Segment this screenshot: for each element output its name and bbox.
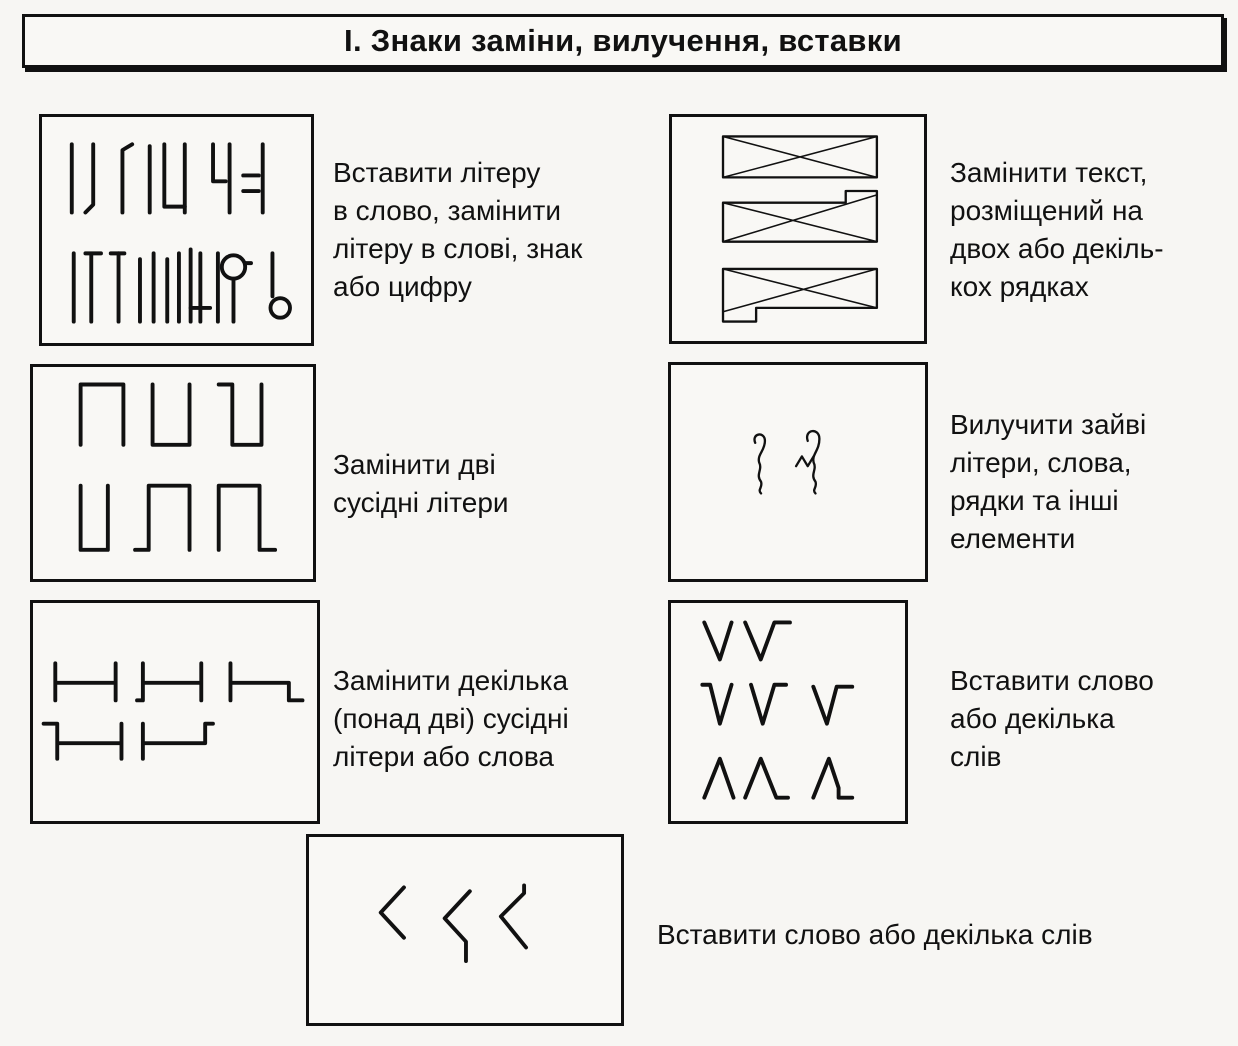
desc-swap-two: Замінити дві сусідні літери <box>333 449 509 518</box>
symbol-box-swap-two <box>30 364 316 582</box>
section-title: І. Знаки заміни, вилучення, вставки <box>344 23 902 58</box>
symbol-box-replace-lines <box>669 114 927 344</box>
desc-insert-word: Вставити слово або декілька слів <box>950 665 1154 772</box>
insert-letter-marks-icon <box>69 142 292 324</box>
symbol-box-insert-angle <box>306 834 624 1026</box>
desc-replace-several: Замінити декілька (понад дві) сусідні лі… <box>333 665 569 772</box>
desc-insert-angle: Вставити слово або декілька слів <box>657 919 1093 950</box>
symbol-box-delete <box>668 362 928 582</box>
angle-insert-marks-icon <box>378 883 528 963</box>
crossed-rectangles-icon <box>721 135 879 323</box>
swap-two-letters-icon <box>78 382 278 552</box>
section-title-bar: І. Знаки заміни, вилучення, вставки <box>22 14 1224 68</box>
desc-replace-lines: Замінити текст, розміщений на двох або д… <box>950 157 1164 302</box>
insert-word-marks-icon <box>700 620 855 800</box>
delete-mark-icon <box>753 429 821 495</box>
symbol-box-replace-several <box>30 600 320 824</box>
desc-delete: Вилучити зайві літери, слова, рядки та і… <box>950 409 1147 554</box>
symbol-box-insert-word <box>668 600 908 824</box>
symbol-box-insert-letter <box>39 114 314 346</box>
replace-several-icon <box>41 661 305 761</box>
desc-insert-letter: Вставити літеру в слово, замінити літеру… <box>333 157 583 302</box>
